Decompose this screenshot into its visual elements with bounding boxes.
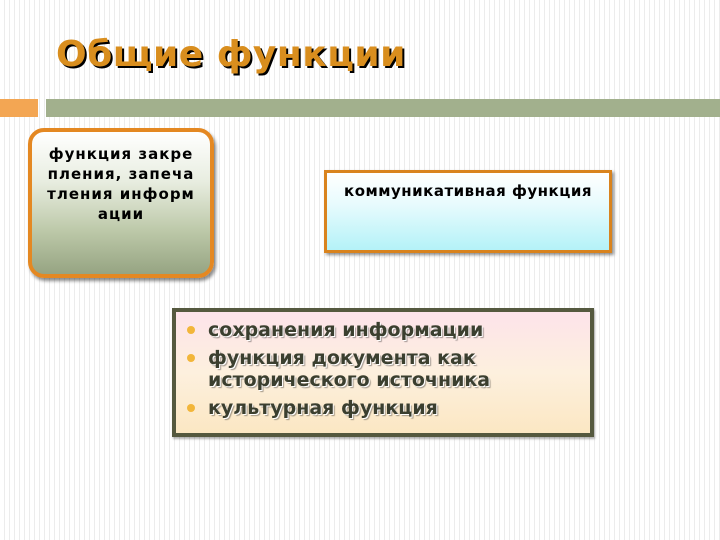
fixation-function-text: функция закрепления, запечатления информ… bbox=[47, 145, 195, 223]
fixation-function-box: функция закрепления, запечатления информ… bbox=[28, 128, 214, 278]
list-item-text: культурная функция bbox=[208, 397, 438, 419]
slide-title: Общие функции bbox=[56, 34, 406, 75]
functions-list-box: сохранения информации функция документа … bbox=[172, 308, 594, 437]
list-item: функция документа как исторического исто… bbox=[182, 347, 586, 391]
bullet-dot-icon bbox=[187, 326, 195, 334]
bullet-dot-icon bbox=[187, 354, 195, 362]
bullet-dot-icon bbox=[187, 404, 195, 412]
communicative-function-box: коммуникативная функция bbox=[324, 170, 612, 253]
accent-bar-green bbox=[46, 99, 720, 117]
list-item-text: сохранения информации bbox=[208, 319, 484, 341]
list-item: культурная функция bbox=[182, 397, 586, 419]
accent-bar-orange bbox=[0, 99, 38, 117]
communicative-function-text: коммуникативная функция bbox=[344, 182, 592, 200]
list-item: сохранения информации bbox=[182, 319, 586, 341]
functions-list: сохранения информации функция документа … bbox=[182, 319, 586, 419]
list-item-text: функция документа как исторического исто… bbox=[208, 347, 491, 391]
